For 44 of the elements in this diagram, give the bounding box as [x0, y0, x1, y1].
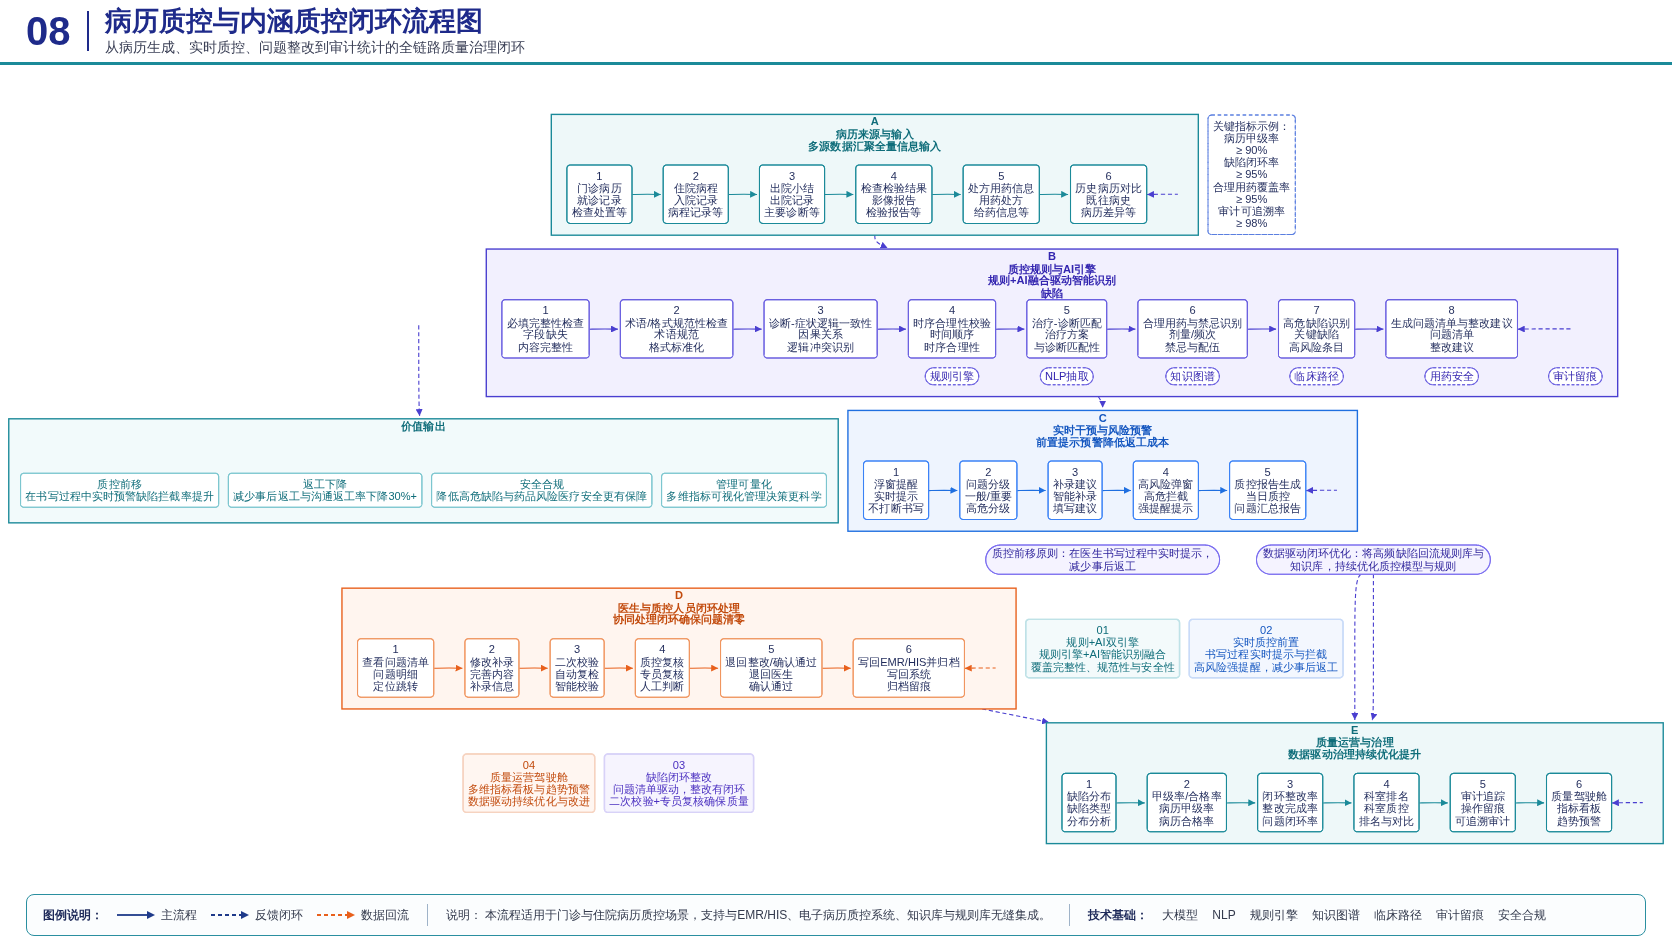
arrow: [1016, 486, 1047, 494]
arrow: [1370, 573, 1378, 721]
tech-tag: NLP: [1212, 908, 1236, 922]
arrow: [1305, 486, 1338, 494]
arrow: [1354, 325, 1384, 333]
arrow: [518, 664, 549, 672]
subtitle: 从病历生成、实时质控、问题整改到审计统计的全链路质量治理闭环: [104, 38, 525, 57]
arrow: [821, 664, 852, 672]
tech-tag: 审计留痕: [1435, 906, 1484, 924]
arrow: [1097, 396, 1107, 409]
arrow: [1106, 325, 1136, 333]
tech-heading: 技术基础：: [1088, 906, 1149, 924]
arrow: [1226, 799, 1256, 807]
arrow: [433, 664, 464, 672]
arrow: [1247, 325, 1277, 333]
arrow: [415, 324, 423, 417]
tech-tag: 安全合规: [1497, 906, 1546, 924]
arrow: [824, 190, 854, 198]
note-text: 说明： 本流程适用于门诊与住院病历质控场景，支持与EMR/HIS、电子病历质控系统、知识库与规则库无缝集成。: [446, 906, 1052, 924]
arrow: [1351, 573, 1362, 721]
tech-tag: 临床路径: [1373, 906, 1422, 924]
arrow: [1611, 799, 1644, 807]
tech-tag: 大模型: [1162, 906, 1199, 924]
arrow: [1146, 190, 1179, 198]
legend-label: 数据回流: [361, 906, 409, 924]
tech-tag: 知识图谱: [1311, 906, 1360, 924]
arrow: [732, 325, 763, 333]
arrow: [995, 325, 1025, 333]
legend-heading: 图例说明：: [43, 906, 103, 924]
arrow: [1198, 486, 1228, 494]
arrow: [1322, 799, 1353, 807]
arrow: [874, 234, 889, 249]
arrow: [964, 664, 997, 672]
section-number: 08: [26, 9, 71, 53]
tech-tag: 规则引擎: [1249, 906, 1298, 924]
arrow: [931, 190, 962, 198]
arrow: [689, 664, 719, 672]
arrow: [1039, 190, 1069, 198]
arrow: [1515, 799, 1545, 807]
arrow: [928, 486, 958, 494]
arrow: [728, 190, 758, 198]
diagram-title: 病历质控与内涵质控闭环流程图: [104, 5, 483, 37]
legend-label: 主流程: [161, 906, 197, 924]
legend-label: 反馈闭环: [255, 906, 303, 924]
